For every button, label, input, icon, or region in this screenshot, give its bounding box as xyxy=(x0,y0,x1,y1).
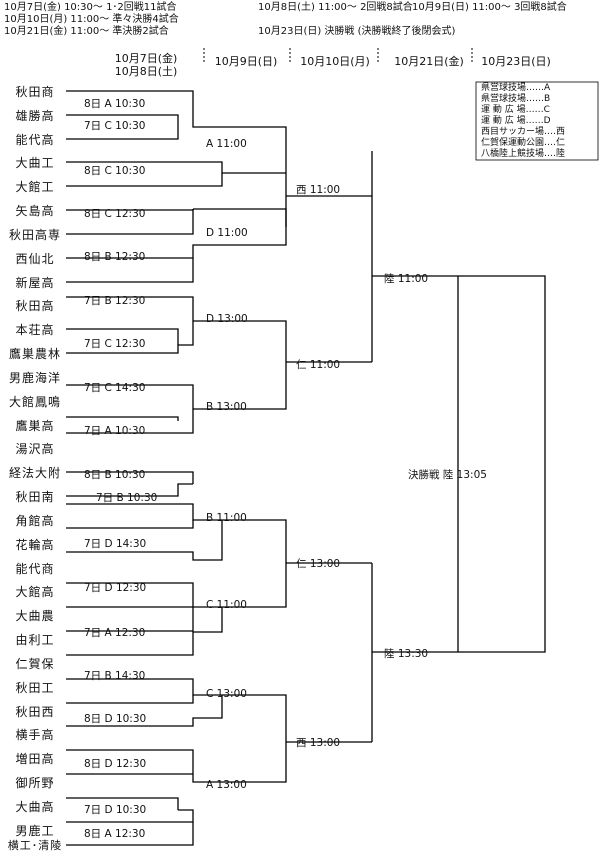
match-round2: B 13:00 xyxy=(206,401,247,413)
legend-item: 運 動 広 場‥‥‥C xyxy=(481,105,550,115)
team-name: 雄勝高 xyxy=(15,109,55,123)
team-name: 大曲農 xyxy=(15,609,55,623)
team-name: 新屋高 xyxy=(15,276,55,290)
schedule-line-1b: 10月8日(土) 11:00～ 2回戦8試合 xyxy=(258,2,413,13)
match-round2: D 11:00 xyxy=(206,227,248,239)
team-name: 大館高 xyxy=(15,585,55,599)
match-round3: 西 13:00 xyxy=(296,737,341,749)
legend-box xyxy=(475,81,599,161)
team-name: 鷹巣農林 xyxy=(8,347,61,361)
match-round2: A 13:00 xyxy=(206,779,247,791)
match-round1: 7日 C 14:30 xyxy=(84,382,146,394)
team-name: 増田高 xyxy=(15,752,55,766)
match-final: 決勝戦 陸 13:05 xyxy=(408,469,487,481)
team-name: 能代商 xyxy=(15,562,55,576)
schedule-line-1c: 10月9日(日) 11:00～ 3回戦8試合 xyxy=(412,2,567,13)
legend-item: 仁賀保運動公園‥‥仁 xyxy=(481,138,566,148)
team-name: 由利工 xyxy=(15,633,55,647)
date-round3: 10月10日(月) xyxy=(300,55,370,68)
team-name: 大曲工 xyxy=(15,156,55,170)
team-name: 大曲高 xyxy=(15,800,55,814)
team-name: 矢島高 xyxy=(15,204,55,218)
team-name: 経法大附 xyxy=(8,466,61,480)
team-name: 能代高 xyxy=(15,133,55,147)
team-name: 秋田西 xyxy=(15,705,55,719)
legend-item: 県営球技場‥‥‥A xyxy=(481,83,551,93)
legend-item: 西目サッカー場‥‥西 xyxy=(481,127,566,137)
match-semifinal: 陸 13:30 xyxy=(384,648,429,660)
team-name: 御所野 xyxy=(15,776,55,790)
match-round1: 8日 C 10:30 xyxy=(84,165,146,177)
date-round1-b: 10月8日(土) xyxy=(114,65,178,78)
match-round1: 8日 B 12:30 xyxy=(84,251,146,263)
match-round1: 7日 D 14:30 xyxy=(84,538,147,550)
team-name: 男鹿工 xyxy=(15,824,55,838)
match-round3: 仁 13:00 xyxy=(296,558,341,570)
legend-item: 八橋陸上競技場‥‥陸 xyxy=(481,149,566,159)
match-round1: 8日 D 12:30 xyxy=(84,758,147,770)
team-name: 秋田高 xyxy=(15,299,55,313)
team-name: 秋田商 xyxy=(15,85,55,99)
schedule-line-3a: 10月21日(金) 11:00～ 準決勝2試合 xyxy=(4,26,169,37)
team-name: 鷹巣高 xyxy=(15,419,55,433)
match-semifinal: 陸 11:00 xyxy=(384,273,429,285)
team-name: 角館高 xyxy=(15,514,55,528)
legend-item: 運 動 広 場‥‥‥D xyxy=(481,116,551,126)
match-round2: C 11:00 xyxy=(206,599,247,611)
team-name: 大館鳳鳴 xyxy=(8,395,61,409)
team-name: 湯沢高 xyxy=(15,442,55,456)
match-round2: A 11:00 xyxy=(206,138,247,150)
date-round2: 10月9日(日) xyxy=(214,55,278,68)
match-round3: 仁 11:00 xyxy=(296,359,341,371)
match-round1: 7日 D 10:30 xyxy=(84,804,147,816)
match-round1: 8日 B 10:30 xyxy=(84,469,146,481)
team-name: 横手高 xyxy=(15,728,55,742)
match-round1: 8日 A 12:30 xyxy=(84,828,146,840)
team-name: 仁賀保 xyxy=(15,657,55,671)
match-round2: B 11:00 xyxy=(206,512,247,524)
match-round1: 7日 B 10:30 xyxy=(96,492,158,504)
match-round1: 8日 C 12:30 xyxy=(84,208,146,220)
match-round1: 8日 D 10:30 xyxy=(84,713,147,725)
team-name: 本荘高 xyxy=(15,323,55,337)
legend-item: 県営球技場‥‥‥B xyxy=(481,94,551,104)
match-round1: 7日 B 14:30 xyxy=(84,670,146,682)
schedule-line-2: 10月10日(月) 11:00～ 準々決勝4試合 xyxy=(4,14,179,25)
team-name: 大館工 xyxy=(15,180,55,194)
match-round1: 7日 C 12:30 xyxy=(84,338,146,350)
team-name: 秋田南 xyxy=(15,490,55,504)
match-round1: 7日 D 12:30 xyxy=(84,582,147,594)
match-round1: 7日 A 10:30 xyxy=(84,425,146,437)
match-round3: 西 11:00 xyxy=(296,184,341,196)
schedule-line-1a: 10月7日(金) 10:30～ 1･2回戦11試合 xyxy=(4,2,177,13)
team-name: 横工･清陵 xyxy=(7,839,63,852)
match-round2: C 13:00 xyxy=(206,688,247,700)
team-name: 秋田工 xyxy=(15,681,55,695)
schedule-line-3b: 10月23日(日) 決勝戦 (決勝戦終了後閉会式) xyxy=(258,26,456,37)
date-round1-a: 10月7日(金) xyxy=(114,52,178,65)
match-round1: 7日 A 12:30 xyxy=(84,627,146,639)
team-name: 男鹿海洋 xyxy=(8,371,61,385)
team-name: 秋田高専 xyxy=(8,228,61,242)
team-name: 西仙北 xyxy=(15,252,55,266)
match-round1: 7日 B 12:30 xyxy=(84,295,146,307)
team-name: 花輪高 xyxy=(15,538,55,552)
match-round1: 7日 C 10:30 xyxy=(84,120,146,132)
date-semifinal: 10月21日(金) xyxy=(394,55,464,68)
date-final: 10月23日(日) xyxy=(481,55,551,68)
match-round1: 8日 A 10:30 xyxy=(84,98,146,110)
match-round2: D 13:00 xyxy=(206,313,248,325)
